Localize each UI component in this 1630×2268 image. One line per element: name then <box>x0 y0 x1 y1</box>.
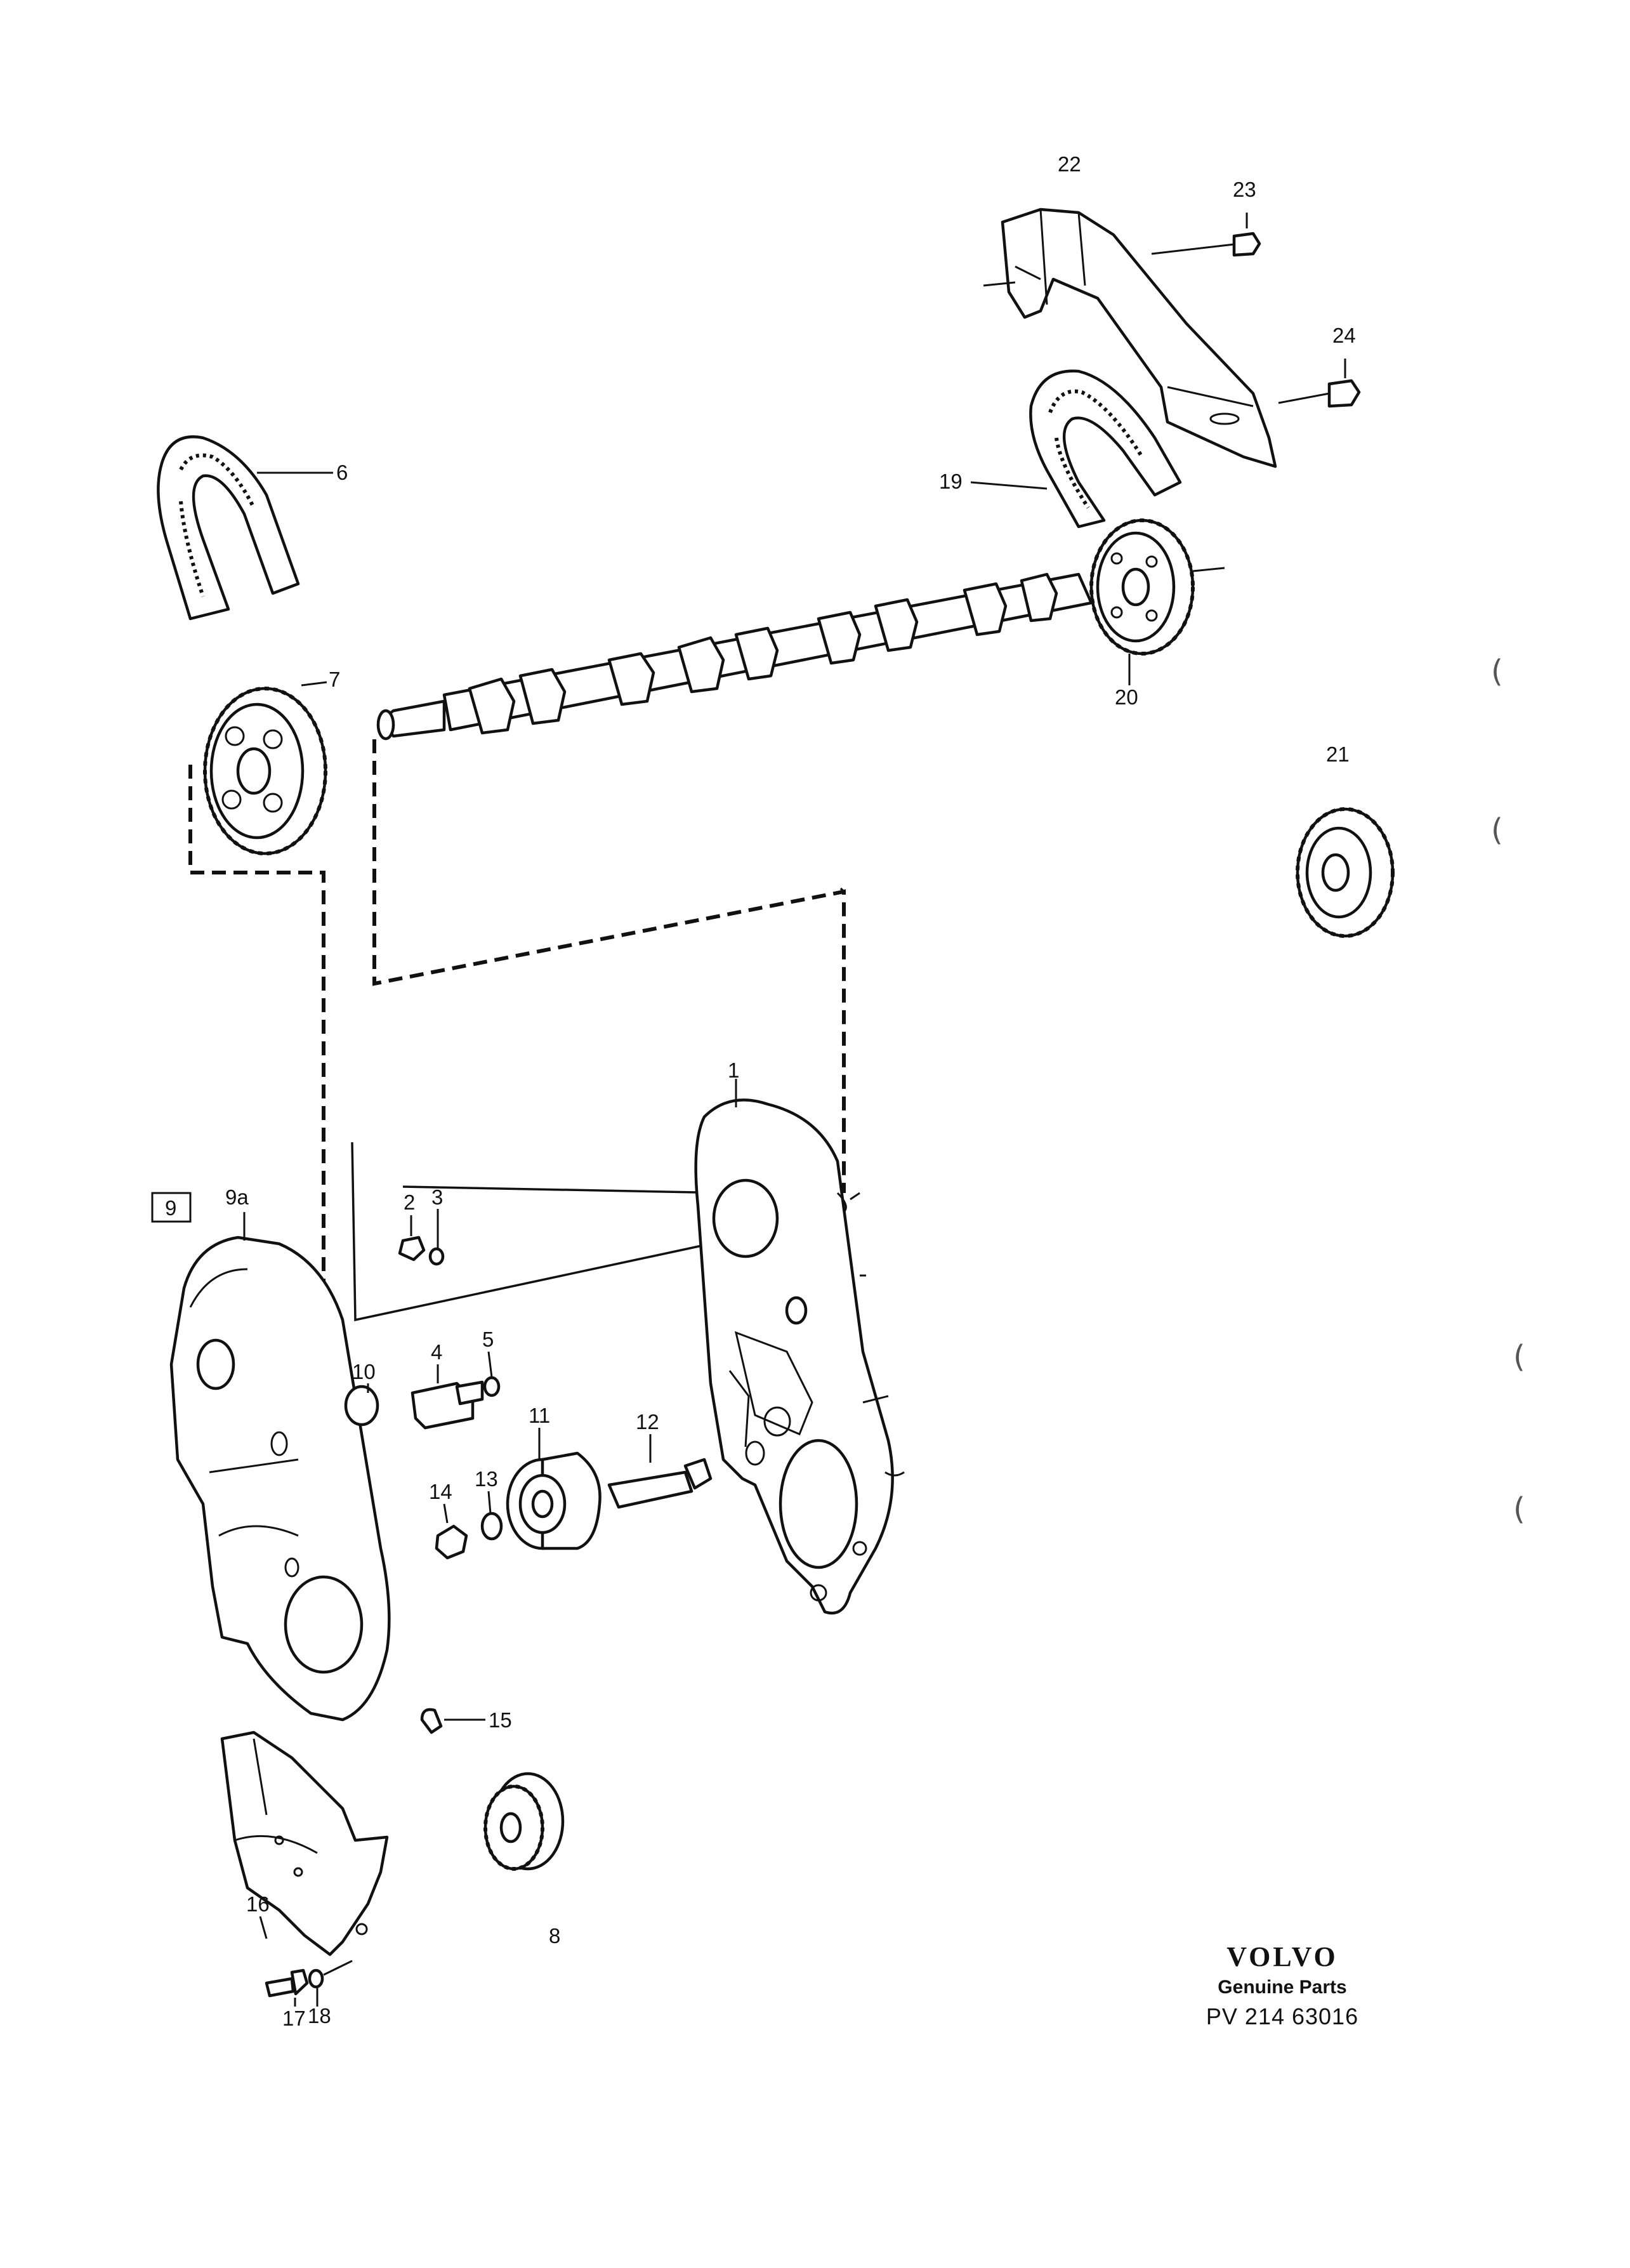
callout-9: 9 <box>165 1196 176 1220</box>
margin-mark: ( <box>1491 812 1503 848</box>
part-7-pulley <box>203 681 327 855</box>
callout-20: 20 <box>1115 685 1138 709</box>
part-24-bolt <box>1278 359 1361 408</box>
callout-8: 8 <box>549 1924 560 1948</box>
part-22-upper-belt-cover <box>983 208 1277 468</box>
callout-5: 5 <box>482 1328 494 1351</box>
callout-17: 17 <box>282 2007 306 2030</box>
volvo-logo-text: VOLVO <box>1226 1941 1338 1972</box>
callout-3: 3 <box>431 1185 443 1209</box>
part-8-crankshaft-pulley <box>483 1772 565 1871</box>
margin-mark: ( <box>1513 1339 1525 1375</box>
callout-23: 23 <box>1233 178 1256 201</box>
callout-2: 2 <box>404 1190 415 1214</box>
callout-22: 22 <box>1058 152 1081 176</box>
callout-15: 15 <box>489 1708 512 1732</box>
callout-16: 16 <box>246 1892 270 1916</box>
part-16-lower-cover <box>220 1731 389 1956</box>
callout-4: 4 <box>431 1340 442 1364</box>
callout-9a: 9a <box>225 1185 249 1209</box>
callout-12: 12 <box>636 1410 659 1434</box>
callout-box-9 <box>151 1192 192 1223</box>
callout-7: 7 <box>329 668 340 691</box>
callout-6: 6 <box>336 461 348 484</box>
callout-10: 10 <box>352 1360 376 1383</box>
callout-13: 13 <box>475 1467 498 1491</box>
callout-19: 19 <box>939 470 963 493</box>
assembly-dashed-lines <box>188 739 846 1322</box>
brand-subtitle: Genuine Parts <box>1218 1977 1347 1998</box>
part-1-rear-plate <box>694 1079 905 1615</box>
callout-14: 14 <box>429 1480 452 1503</box>
part-13-14-nut-washer <box>435 1491 503 1560</box>
callout-labels: 1 2 3 4 5 6 7 8 9 9a 10 11 12 13 14 15 1… <box>165 152 1356 2030</box>
part-21-gear <box>1296 807 1395 938</box>
part-9a-front-cover <box>169 1212 391 1722</box>
callout-1: 1 <box>728 1058 739 1082</box>
brand-block: VOLVO Genuine Parts PV 214 63016 <box>1203 1941 1362 2030</box>
margin-mark: ( <box>1513 1491 1525 1527</box>
callout-24: 24 <box>1332 324 1356 347</box>
callout-18: 18 <box>308 2004 331 2027</box>
part-11-tensioner-roller <box>506 1428 601 1550</box>
part-6-timing-belt <box>157 435 333 621</box>
part-12-bolt <box>607 1434 713 1509</box>
camshaft <box>376 572 1093 741</box>
part-4-5-10-tensioner-pin <box>344 1351 501 1430</box>
part-23-bolt <box>1151 213 1261 257</box>
part-15-clip <box>420 1708 485 1734</box>
margin-mark: ( <box>1491 654 1503 689</box>
part-19-timing-belt <box>970 369 1182 529</box>
part-17-18-bolt-washer <box>265 1960 353 2007</box>
part-code: PV 214 63016 <box>1206 2003 1359 2029</box>
part-2-3-bolt-washer <box>398 1209 445 1266</box>
part-20-camshaft-pulley <box>1089 518 1225 685</box>
callout-21: 21 <box>1326 742 1350 766</box>
callout-11: 11 <box>529 1404 550 1427</box>
